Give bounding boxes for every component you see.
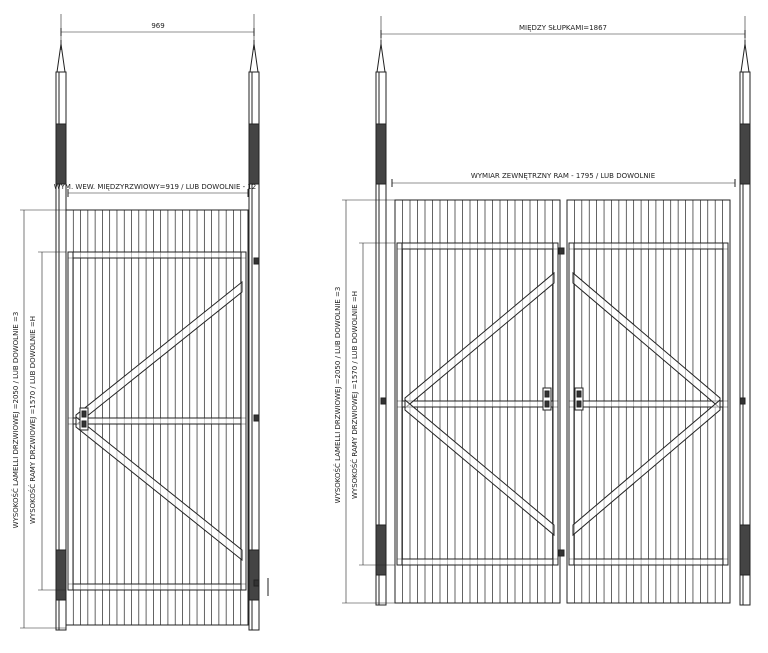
- double-right-hinge-mid: [739, 397, 746, 405]
- double-gate-frame-height-label: WYSOKOŚĆ RAMY DRZWIOWEJ =1570 / LUB DOWO…: [350, 291, 359, 499]
- double-right-lock-box: [574, 387, 584, 411]
- double-left-leaf-middle-rail: [396, 400, 559, 408]
- double-right-leaf-left-stile: [568, 242, 575, 566]
- double-right-leaf-lower-brace: [572, 398, 721, 537]
- double-left-leaf-left-stile: [396, 242, 403, 566]
- drawing-geometry: [20, 14, 751, 631]
- double-left-leaf-right-stile: [552, 242, 559, 566]
- double-right-post-upper-block: [739, 123, 751, 185]
- single-leaf-right-stile: [240, 251, 247, 591]
- double-left-post-lower-block: [375, 524, 387, 576]
- double-right-leaf-bottom-rail: [568, 558, 729, 566]
- double-right-leaf-upper-brace: [572, 271, 721, 410]
- single-gate-inner-width-label: WYM. WEW. MIĘDZYRZWIOWY=919 / LUB DOWOLN…: [54, 183, 257, 191]
- single-leaf-bottom-rail: [67, 583, 247, 591]
- double-left-leaf-upper-brace: [404, 271, 555, 410]
- double-left-hinge-mid: [380, 397, 387, 405]
- single-leaf-outline: [65, 209, 249, 626]
- double-right-lock-box-keyhole: [576, 400, 582, 408]
- single-leaf-middle-rail: [67, 417, 247, 425]
- single-left-post-upper-block: [55, 123, 67, 185]
- single-leaf-top-rail: [67, 251, 247, 259]
- double-left-post-upper-block: [375, 123, 387, 185]
- double-center-hinge-bottom: [558, 549, 565, 557]
- double-left-lock-box: [542, 387, 552, 411]
- single-right-post-lower-block: [248, 549, 260, 601]
- single-leaf-left-stile: [67, 251, 74, 591]
- double-gate-slat-height-label: WYSOKOŚĆ LAMELLI DRZWIOWEJ =2050 / LUB D…: [333, 287, 342, 504]
- double-left-leaf-bottom-rail: [396, 558, 559, 566]
- single-leaf-upper-brace: [75, 280, 243, 427]
- single-lock-box: [79, 407, 89, 431]
- single-right-post-upper-block: [248, 123, 260, 185]
- double-right-post-lower-block: [739, 524, 751, 576]
- double-left-lock-box-keyhole: [544, 400, 550, 408]
- single-leaf-lower-brace: [75, 415, 243, 562]
- single-hinge-mid: [253, 414, 260, 422]
- double-left-leaf-outline: [394, 199, 561, 604]
- double-right-post: [739, 71, 751, 606]
- double-right-post-finial: [740, 43, 750, 73]
- double-right-leaf-right-stile: [722, 242, 729, 566]
- double-center-hinge-top: [558, 247, 565, 255]
- single-gate-slat-height-label: WYSOKOŚĆ LAMELLI DRZWIOWEJ =2050 / LUB D…: [11, 312, 20, 529]
- single-gate-frame-height-label: WYSOKOŚĆ RAMY DRZWIOWEJ =1570 / LUB DOWO…: [28, 316, 37, 524]
- single-gate-top-dimension: 969: [151, 22, 164, 30]
- double-left-post-finial: [376, 43, 386, 73]
- single-lock-box-handle: [81, 410, 87, 418]
- single-hinge-top: [253, 257, 260, 265]
- double-right-lock-box-handle: [576, 390, 582, 398]
- double-left-leaf-lower-brace: [404, 398, 555, 537]
- double-right-leaf-middle-rail: [568, 400, 729, 408]
- double-left-leaf-top-rail: [396, 242, 559, 250]
- double-gate-outer-width-label: WYMIAR ZEWNĘTRZNY RAM - 1795 / LUB DOWOL…: [471, 172, 655, 180]
- double-right-leaf-top-rail: [568, 242, 729, 250]
- double-left-post: [375, 71, 387, 606]
- single-right-post: [248, 71, 260, 631]
- single-lock-box-keyhole: [81, 420, 87, 428]
- double-right-leaf-outline: [566, 199, 731, 604]
- double-left-lock-box-handle: [544, 390, 550, 398]
- double-gate-top-dimension: MIĘDZY SŁUPKAMI=1867: [519, 24, 607, 32]
- single-left-post-lower-block: [55, 549, 67, 601]
- single-hinge-bottom: [253, 579, 260, 587]
